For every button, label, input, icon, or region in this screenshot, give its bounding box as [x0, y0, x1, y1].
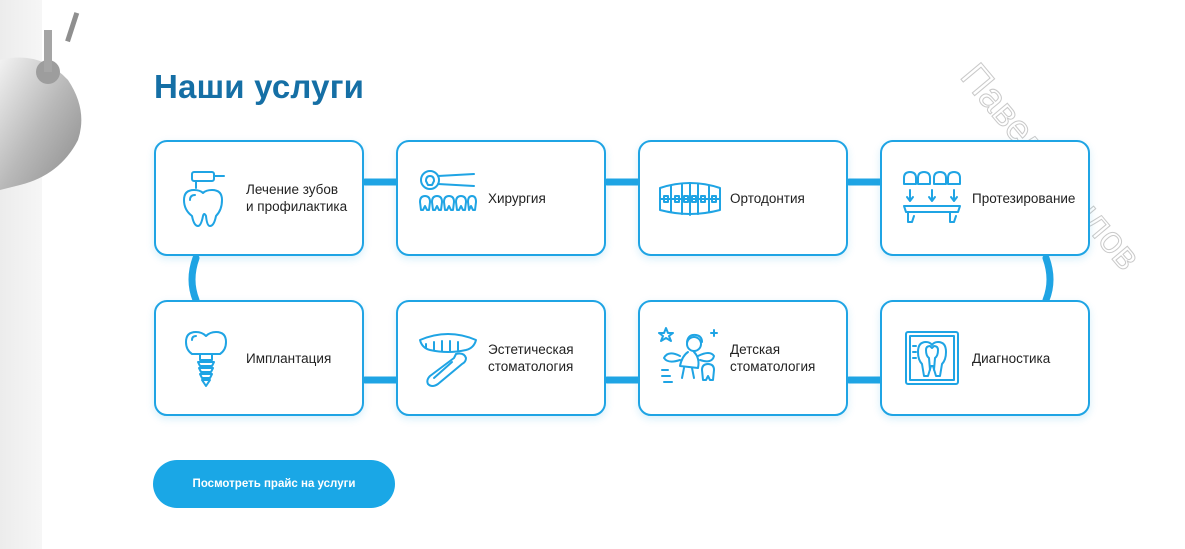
dental-handpiece-icon: [0, 12, 82, 190]
tooth-drill-icon: [183, 171, 225, 227]
service-label: Лечение зубов и профилактика: [246, 182, 348, 214]
dental-implant-icon: [185, 331, 227, 387]
xray-icon: [905, 331, 959, 385]
view-prices-button[interactable]: Посмотреть прайс на услуги: [153, 460, 395, 508]
service-label: Эстетическая стоматология: [488, 342, 574, 374]
tooth-extraction-icon: [419, 170, 477, 211]
service-label: Имплантация: [246, 350, 332, 366]
service-card-pediatric[interactable]: Детская стоматология: [638, 300, 848, 416]
denture-icon: [903, 171, 961, 223]
service-label: Диагностика: [972, 350, 1051, 366]
braces-icon: [659, 182, 721, 216]
service-label: Детская стоматология: [730, 342, 816, 374]
veneer-icon: [419, 333, 477, 387]
service-card-implantation[interactable]: Имплантация: [154, 300, 364, 416]
service-card-treatment[interactable]: Лечение зубов и профилактика: [154, 140, 364, 256]
service-card-surgery[interactable]: Хирургия: [396, 140, 606, 256]
tooth-fairy-icon: [658, 327, 718, 383]
service-card-diagnostics[interactable]: Диагностика: [880, 300, 1090, 416]
service-card-aesthetic[interactable]: Эстетическая стоматология: [396, 300, 606, 416]
section-title: Наши услуги: [154, 68, 365, 105]
service-label: Хирургия: [488, 190, 546, 206]
service-card-orthodontics[interactable]: Ортодонтия: [638, 140, 848, 256]
service-card-prosthetics[interactable]: Протезирование: [880, 140, 1090, 256]
service-label: Ортодонтия: [730, 190, 805, 206]
service-label: Протезирование: [972, 190, 1076, 206]
